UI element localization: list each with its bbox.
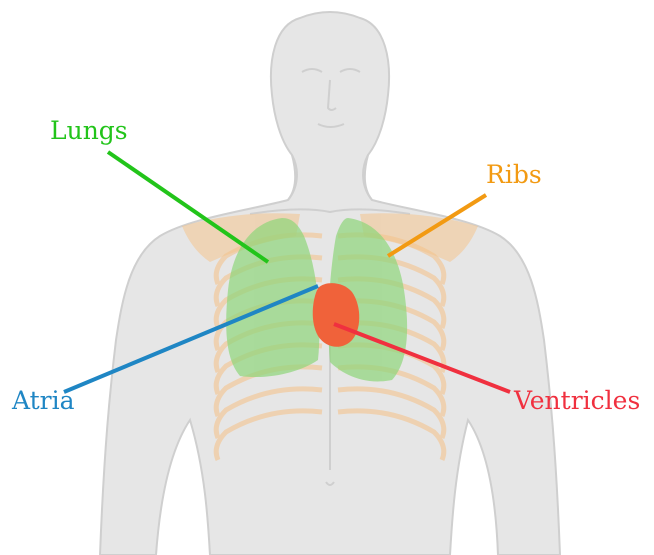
ribs-label: Ribs [486,162,542,187]
heart [313,283,360,347]
heart-group [313,283,360,347]
lungs-label: Lungs [50,118,128,143]
atria-label: Atria [12,388,75,413]
ventricles-label: Ventricles [514,388,640,413]
